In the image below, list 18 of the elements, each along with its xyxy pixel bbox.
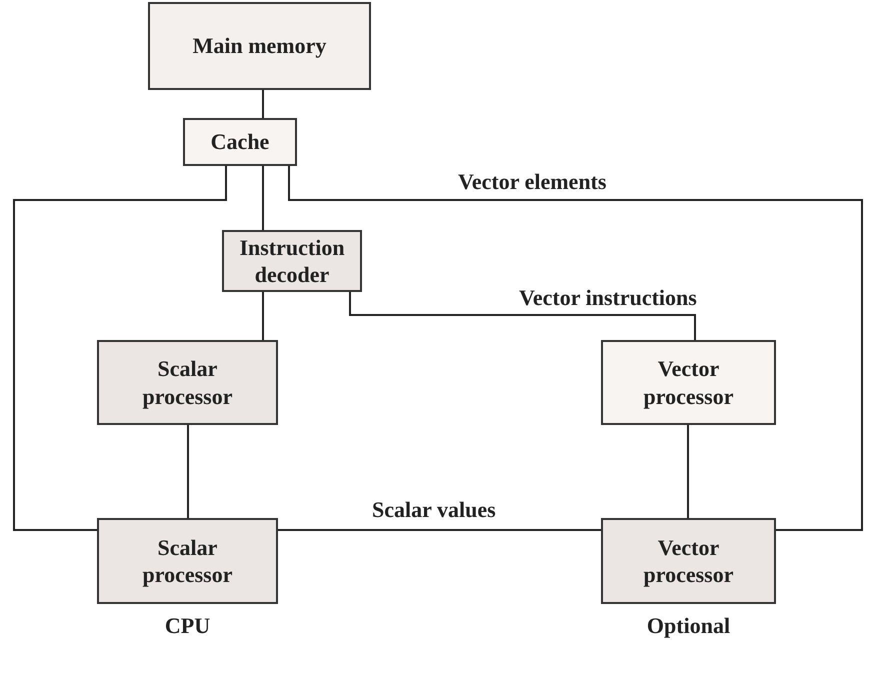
connector-line — [262, 166, 264, 230]
process-box: Cache — [183, 118, 297, 166]
connector-line — [278, 529, 601, 531]
box-caption: CPU — [164, 612, 212, 640]
process-box: Vector processor — [601, 340, 776, 425]
process-box: Main memory — [148, 2, 371, 90]
connector-line — [262, 90, 264, 118]
process-box: Scalar processor — [97, 518, 278, 604]
process-box: Vector processor — [601, 518, 776, 604]
connector-line — [288, 166, 863, 531]
connector-line — [187, 425, 189, 518]
box-caption: Optional — [646, 612, 732, 640]
process-box: Instruction decoder — [222, 230, 362, 292]
connector-line — [13, 166, 227, 531]
connector-line — [349, 292, 696, 340]
connector-line — [262, 292, 264, 340]
connector-line — [687, 425, 689, 518]
process-box: Scalar processor — [97, 340, 278, 425]
